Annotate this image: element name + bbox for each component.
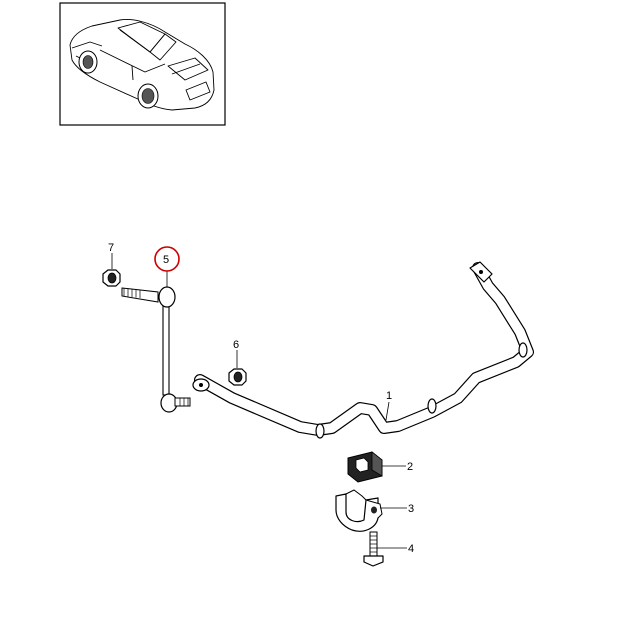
car-outline-icon — [69, 19, 215, 111]
vehicle-thumbnail — [59, 2, 226, 126]
callout-label-7[interactable]: 7 — [108, 242, 114, 254]
bar-collar — [315, 423, 325, 439]
stabilizer-bar[interactable] — [192, 261, 534, 439]
leader-lines — [111, 253, 407, 549]
callout-label-6[interactable]: 6 — [233, 339, 239, 351]
callout-label-2[interactable]: 2 — [407, 461, 413, 473]
callout-labels: 7 5 6 1 2 3 4 — [108, 242, 414, 555]
callout-label-1[interactable]: 1 — [386, 390, 392, 402]
bar-collar — [518, 342, 528, 358]
callout-label-4[interactable]: 4 — [408, 543, 414, 555]
bar-end-eyelet — [192, 378, 210, 392]
hex-nut-part-7[interactable] — [102, 269, 121, 287]
car-front-wheel-icon — [78, 50, 98, 74]
callout-label-3[interactable]: 3 — [408, 503, 414, 515]
bar-end-eyelet-right — [469, 261, 493, 283]
bracket-part-3[interactable] — [335, 489, 383, 532]
rubber-bushing-part-2[interactable] — [347, 451, 383, 483]
coupling-rod[interactable] — [121, 286, 191, 413]
hex-nut-part-6[interactable] — [228, 368, 247, 386]
callout-label-5[interactable]: 5 — [163, 254, 169, 266]
bar-collar — [427, 398, 437, 414]
car-rear-wheel-icon — [137, 83, 159, 109]
highlight-ring — [154, 246, 180, 272]
bolt-part-4[interactable] — [363, 531, 384, 567]
